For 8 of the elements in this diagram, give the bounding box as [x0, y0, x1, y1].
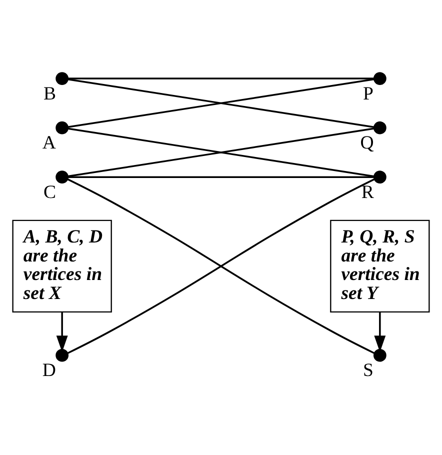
node-label: R [361, 182, 374, 203]
node-label: D [42, 360, 56, 382]
node-label: C [44, 182, 56, 203]
node-label: B [44, 83, 56, 104]
node-label: A [42, 132, 56, 154]
node-label: Q [360, 132, 374, 154]
node-label: P [362, 83, 374, 104]
node-label: S [362, 360, 374, 382]
